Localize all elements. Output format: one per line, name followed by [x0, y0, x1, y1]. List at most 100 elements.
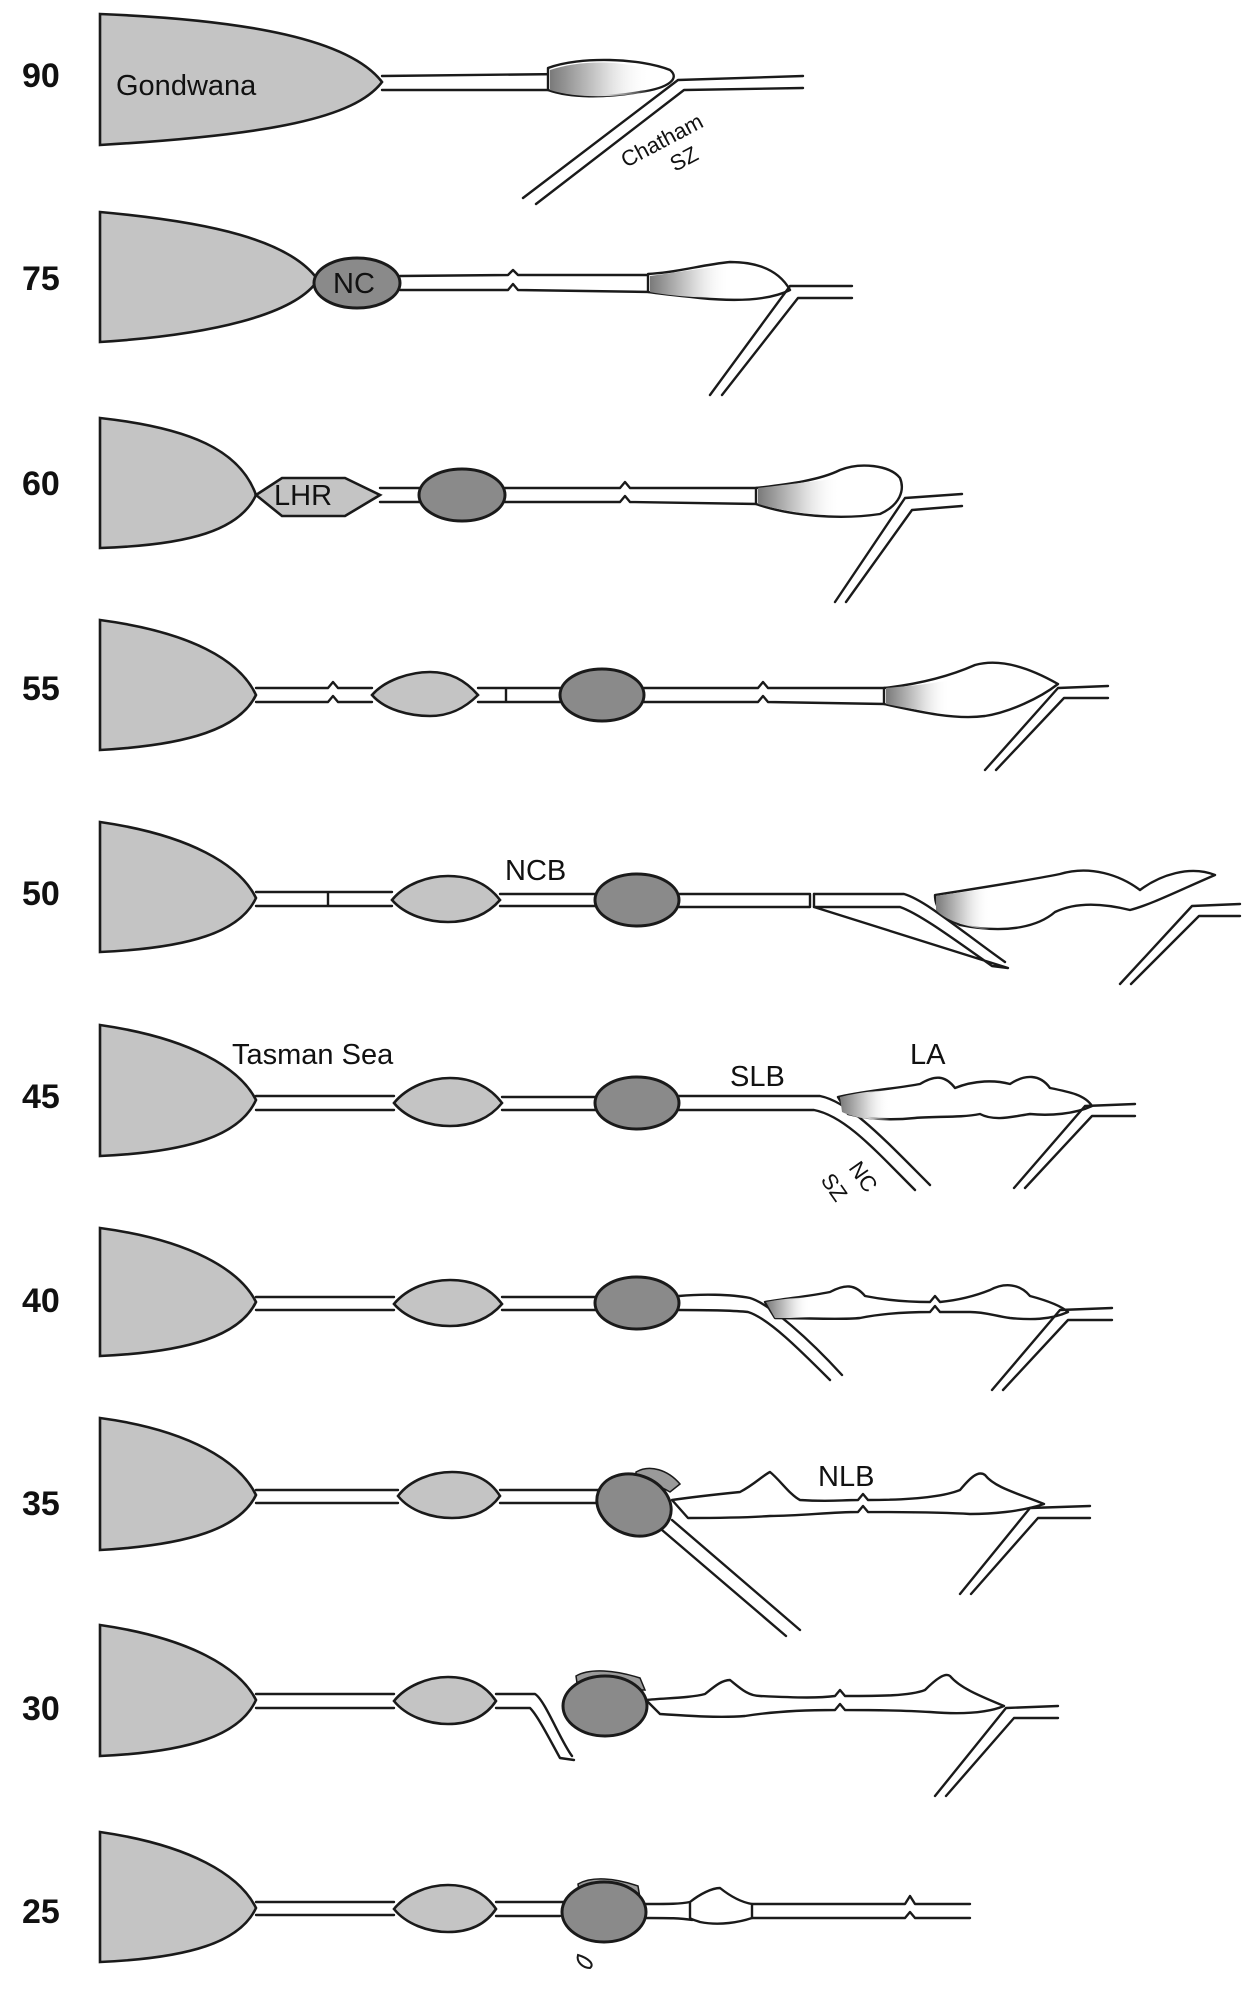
rift-basin-edge [644, 1900, 694, 1922]
nc-subduction-zone [812, 905, 1010, 970]
rift-basin-edge [642, 694, 887, 706]
new-caledonia-block [558, 667, 646, 723]
rift-basin-edge [254, 694, 374, 704]
rift-basin-edge [254, 1094, 396, 1112]
gondwana-label: Gondwana [116, 70, 257, 102]
lord-howe-rise-block [392, 1883, 498, 1934]
rift-basin-edge [254, 890, 394, 908]
rift-basin-edge [378, 486, 422, 504]
age-label-90: 90 [22, 57, 60, 95]
rift-basin-edge [254, 1488, 400, 1505]
ncb-label: NCB [505, 855, 566, 887]
age-label-75: 75 [22, 260, 60, 298]
nc-subduction-zone [677, 1108, 917, 1192]
gondwana-block [98, 1226, 258, 1358]
rift-basin-edge [476, 686, 562, 704]
rift-basin-edge [503, 494, 760, 506]
lord-howe-rise-block [370, 670, 480, 718]
rift-basin-edge [254, 1692, 396, 1710]
new-caledonia-block [593, 1275, 681, 1331]
subduction-zone [833, 492, 964, 604]
subduction-zone [708, 284, 854, 397]
arc-gradient [936, 889, 990, 930]
rift-basin-edge [254, 1295, 396, 1312]
rift-basin-edge [500, 1295, 598, 1312]
rift-basin-edge [254, 1900, 396, 1917]
panel-75: NC [98, 210, 854, 397]
subduction-zone [1023, 1114, 1137, 1190]
nc-subduction-zone [660, 1528, 788, 1638]
rift-basin-edge [380, 72, 567, 78]
panel-25 [98, 1830, 972, 1970]
new-caledonia-block [561, 1674, 649, 1738]
new-caledonia-block [593, 1075, 681, 1131]
rift-basin-edge [494, 1900, 567, 1918]
rift-basin-edge [500, 1095, 598, 1112]
arc-gradient [550, 62, 650, 97]
panel-50: NCB [98, 820, 1242, 986]
loyalty-arc-block [836, 1075, 1094, 1121]
panel-30 [98, 1623, 1060, 1798]
subduction-zone [494, 1706, 576, 1762]
panel-55 [98, 618, 1110, 772]
age-label-40: 40 [22, 1282, 60, 1320]
rift-basin-edge [498, 892, 598, 908]
age-label-25: 25 [22, 1893, 60, 1931]
age-label-45: 45 [22, 1078, 60, 1116]
panel-40 [98, 1226, 1114, 1392]
chatham-subduction-zone [521, 74, 805, 200]
basin-rift-bulge [688, 1886, 754, 1925]
panel-60: LHR [98, 416, 964, 604]
arc-gradient [766, 1297, 810, 1318]
loyalty-arc-block [933, 869, 1217, 931]
panel-45: Tasman Sea SLB NC SZ LA [98, 1023, 1137, 1206]
subduction-zone [990, 1306, 1114, 1392]
gondwana-block [98, 820, 258, 954]
subduction-zone [720, 296, 854, 397]
rift-basin-edge [677, 892, 816, 909]
rift-basin-edge [498, 1488, 600, 1505]
subduction-zone [1001, 1318, 1114, 1392]
nc-label: NC [333, 268, 375, 300]
loyalty-arc-block [763, 1284, 1070, 1321]
nc-subduction-zone [677, 1094, 932, 1187]
arc-gradient [840, 1090, 890, 1120]
subduction-zone [1012, 1102, 1137, 1190]
subduction-zone [494, 1692, 574, 1758]
new-caledonia-block [593, 872, 681, 928]
nlb-label: NLB [818, 1461, 874, 1493]
slab-fragment [576, 1953, 593, 1970]
age-label-35: 35 [22, 1485, 60, 1523]
loyalty-arc-block [670, 1470, 1046, 1520]
nc-subduction-zone [677, 1308, 832, 1382]
new-caledonia-block [560, 1880, 648, 1944]
subduction-zone [1129, 914, 1242, 986]
subduction-zone [944, 1716, 1060, 1798]
lord-howe-rise-block [392, 1675, 498, 1726]
new-caledonia-block [595, 1472, 673, 1538]
gondwana-block [98, 416, 258, 550]
lord-howe-rise-block [392, 1278, 504, 1328]
lord-howe-rise-block [396, 1470, 502, 1520]
tasman-sea-label: Tasman Sea [232, 1039, 394, 1071]
rift-basin-edge [254, 680, 374, 690]
gondwana-block [98, 618, 258, 752]
subduction-zone [958, 1504, 1092, 1596]
lord-howe-rise-block [392, 1076, 504, 1128]
gondwana-block [98, 210, 320, 344]
subduction-zone [994, 696, 1110, 772]
new-caledonia-block [417, 467, 507, 523]
gondwana-block [98, 1023, 258, 1158]
age-label-60: 60 [22, 465, 60, 503]
gondwana-block [98, 1830, 258, 1964]
subduction-zone [969, 1516, 1092, 1596]
loyalty-arc-block [644, 1673, 1006, 1719]
rift-basin-edge [750, 1894, 972, 1906]
rift-basin-edge [398, 282, 654, 294]
arc-gradient [886, 680, 950, 714]
subduction-zone [1118, 902, 1242, 986]
arc-gradient [650, 266, 730, 298]
gondwana-block [98, 1416, 258, 1552]
nc-subduction-zone [670, 1518, 802, 1632]
